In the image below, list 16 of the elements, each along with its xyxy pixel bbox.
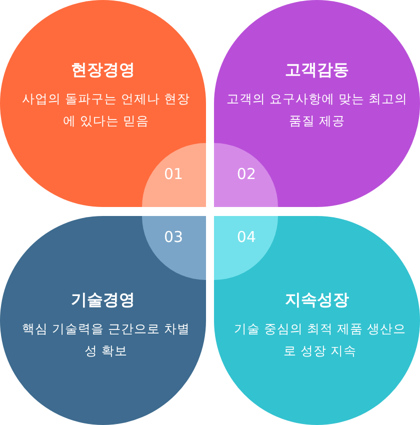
- petal-title: 현장경영: [70, 60, 136, 81]
- petal-title: 기술경영: [70, 290, 136, 311]
- number-quadrant: 04: [214, 216, 278, 280]
- petal-description: 고객의 요구사항에 맞는 최고의 품질 제공: [226, 90, 408, 130]
- petal-title: 고객감동: [284, 60, 350, 81]
- petal-description: 기술 중심의 최적 제품 생산으로 성장 지속: [233, 320, 407, 360]
- petal-card: [0, 0, 206, 207]
- petal-description: 핵심 기술력을 근간으로 차별성 확보: [21, 320, 191, 360]
- petal-card: [0, 216, 206, 425]
- petal-card: [214, 216, 420, 425]
- number-quadrant: 02: [214, 143, 278, 207]
- petal-description: 사업의 돌파구는 언제나 현장에 있다는 믿음: [21, 90, 191, 130]
- petal-card: [214, 0, 420, 207]
- number-quadrant: 01: [142, 143, 206, 207]
- petal-title: 지속성장: [284, 290, 350, 311]
- number-quadrant: 03: [142, 216, 206, 280]
